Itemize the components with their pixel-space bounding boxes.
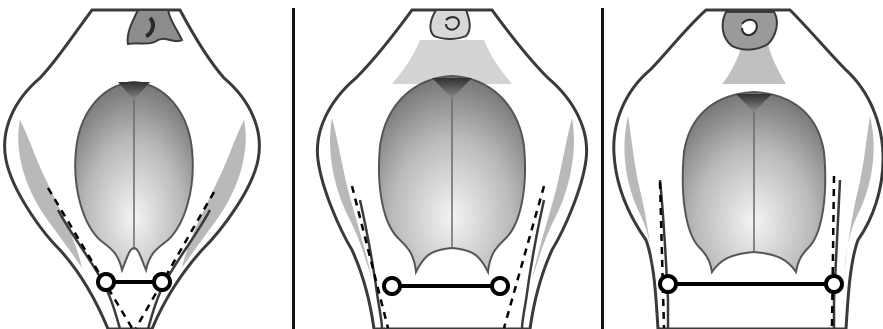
hock-marker-left (98, 274, 114, 290)
panel-2 (317, 10, 586, 329)
panel-divider-1 (292, 8, 295, 329)
hock-marker-right (154, 274, 170, 290)
hock-marker-right (492, 278, 508, 294)
hock-marker-left (660, 276, 676, 292)
hock-marker-right (826, 276, 842, 292)
panel-1 (5, 10, 260, 329)
hock-marker-left (384, 278, 400, 294)
panel-divider-2 (601, 8, 604, 329)
cow-tail-curl (742, 20, 757, 35)
panel-3 (614, 10, 883, 329)
cow-tail-head (430, 10, 469, 39)
